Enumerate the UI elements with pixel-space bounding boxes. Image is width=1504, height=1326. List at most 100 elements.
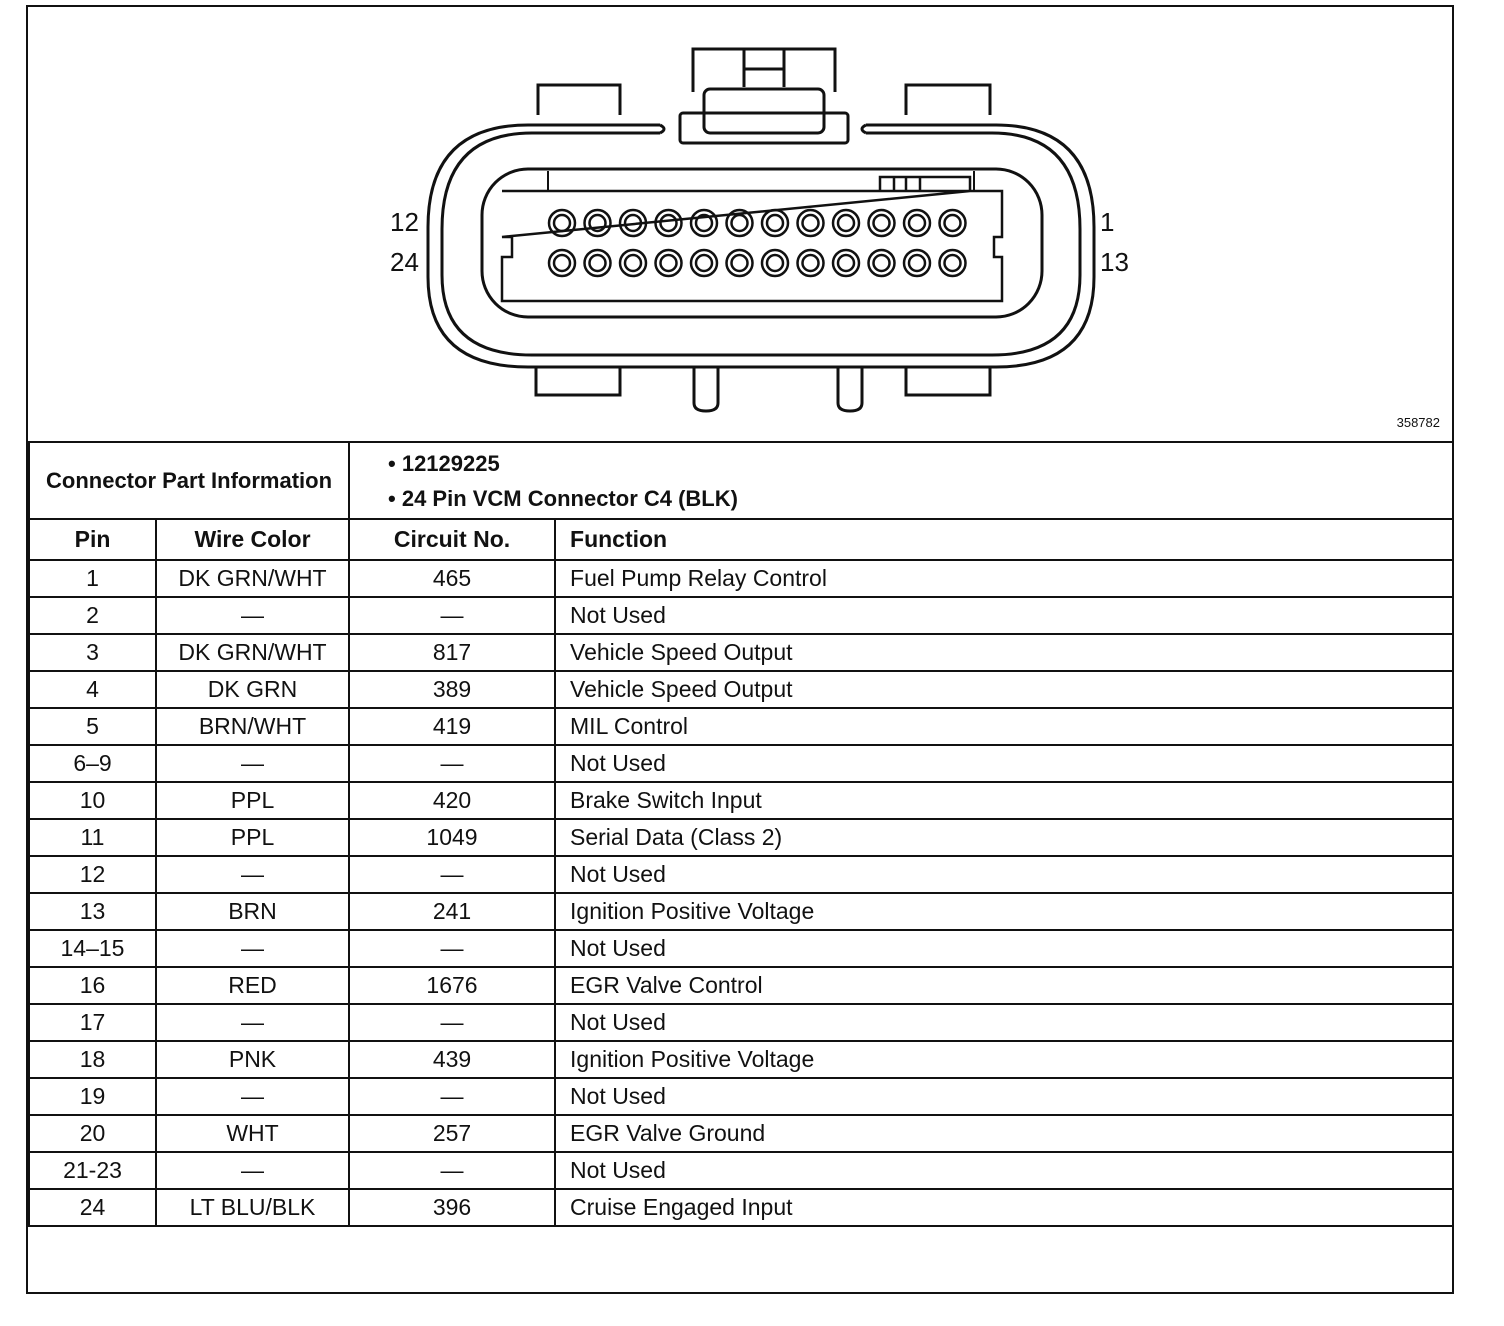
pin-socket — [654, 208, 683, 238]
pin-socket — [943, 253, 962, 273]
function-cell: Not Used — [554, 744, 1455, 783]
wire-color-cell: RED — [154, 966, 351, 1005]
pin-socket — [836, 253, 856, 273]
pin-label-1: 1 — [1100, 207, 1115, 237]
pin-array — [547, 208, 967, 278]
pin-socket — [796, 248, 825, 278]
pin-socket — [689, 208, 719, 238]
circuit-no-cell: — — [348, 855, 557, 894]
pin-socket — [902, 248, 932, 278]
pin-socket — [725, 248, 754, 278]
outer-shell-inner-line — [440, 131, 1082, 357]
pin-socket — [867, 248, 896, 278]
pin-socket — [588, 253, 607, 273]
pin-socket — [730, 213, 749, 233]
circuit-no-cell: 241 — [348, 892, 557, 931]
header-pin: Pin — [28, 518, 157, 561]
pin-socket — [618, 208, 648, 238]
wire-color-cell: — — [154, 596, 351, 635]
pin-socket — [907, 253, 927, 273]
function-cell: Fuel Pump Relay Control — [554, 559, 1455, 598]
pinout-table: Connector Part Information • 12129225 • … — [27, 441, 1455, 1227]
function-cell: EGR Valve Control — [554, 966, 1455, 1005]
circuit-no-cell: — — [348, 1003, 557, 1042]
table-row: 6–9——Not Used — [28, 744, 1455, 783]
wire-color-cell: PPL — [154, 781, 351, 820]
pin-socket — [831, 248, 861, 278]
pin-label-13: 13 — [1100, 247, 1129, 277]
pin-cell: 18 — [28, 1040, 157, 1079]
wire-color-cell: — — [154, 929, 351, 968]
pin-cell: 4 — [28, 670, 157, 709]
connector-info-row: Connector Part Information • 12129225 • … — [27, 441, 1455, 520]
function-cell: Ignition Positive Voltage — [554, 892, 1455, 931]
pin-socket — [801, 253, 820, 273]
pin-socket — [583, 248, 612, 278]
circuit-no-cell: 419 — [348, 707, 557, 746]
circuit-no-cell: 257 — [348, 1114, 557, 1153]
pin-socket — [588, 213, 607, 233]
pin-socket — [801, 213, 820, 233]
pin-label-12: 12 — [390, 207, 419, 237]
bottom-right-tab — [904, 367, 992, 397]
pin-socket — [765, 253, 785, 273]
pin-socket — [872, 253, 891, 273]
pin-socket — [836, 213, 856, 233]
pin-cell: 14–15 — [28, 929, 157, 968]
function-cell: Not Used — [554, 1151, 1455, 1190]
wire-color-cell: PPL — [154, 818, 351, 857]
function-cell: Not Used — [554, 929, 1455, 968]
wire-color-cell: — — [154, 855, 351, 894]
pin-socket — [760, 248, 790, 278]
bottom-right-key — [836, 367, 864, 413]
function-cell: Serial Data (Class 2) — [554, 818, 1455, 857]
connector-diagram: 12 24 1 13 358782 — [28, 7, 1452, 441]
pin-socket — [654, 248, 683, 278]
circuit-no-cell: — — [348, 596, 557, 635]
pin-socket — [547, 248, 577, 278]
header-circuit-no: Circuit No. — [348, 518, 557, 561]
pin-socket — [547, 208, 577, 238]
connector-info-values: • 12129225 • 24 Pin VCM Connector C4 (BL… — [348, 441, 1455, 520]
wire-color-cell: BRN — [154, 892, 351, 931]
circuit-no-cell: — — [348, 1077, 557, 1116]
table-row: 14–15——Not Used — [28, 929, 1455, 968]
function-cell: Vehicle Speed Output — [554, 670, 1455, 709]
circuit-no-cell: — — [348, 929, 557, 968]
function-cell: Not Used — [554, 855, 1455, 894]
pin-cell: 1 — [28, 559, 157, 598]
table-row: 19——Not Used — [28, 1077, 1455, 1116]
function-cell: Vehicle Speed Output — [554, 633, 1455, 672]
wire-color-cell: LT BLU/BLK — [154, 1188, 351, 1227]
table-row: 2——Not Used — [28, 596, 1455, 635]
pin-socket — [943, 213, 962, 233]
latch-bar — [678, 111, 850, 145]
latch-outer — [691, 47, 837, 92]
circuit-no-cell: 396 — [348, 1188, 557, 1227]
pin-cell: 10 — [28, 781, 157, 820]
pin-socket — [938, 208, 967, 238]
wire-color-cell: PNK — [154, 1040, 351, 1079]
function-cell: Not Used — [554, 596, 1455, 635]
pin-socket — [907, 213, 927, 233]
pin-socket — [623, 253, 643, 273]
bottom-left-tab — [534, 367, 622, 397]
bottom-left-key — [692, 367, 720, 413]
pin-insert — [500, 175, 1004, 303]
pin-cell: 2 — [28, 596, 157, 635]
pin-socket — [796, 208, 825, 238]
pin-cell: 6–9 — [28, 744, 157, 783]
circuit-no-cell: 1676 — [348, 966, 557, 1005]
pin-socket — [938, 248, 967, 278]
wire-color-cell: DK GRN — [154, 670, 351, 709]
wire-color-cell: BRN/WHT — [154, 707, 351, 746]
part-number: • 12129225 — [388, 450, 500, 476]
pin-socket — [689, 248, 719, 278]
pin-socket — [659, 253, 678, 273]
pin-socket — [618, 248, 648, 278]
